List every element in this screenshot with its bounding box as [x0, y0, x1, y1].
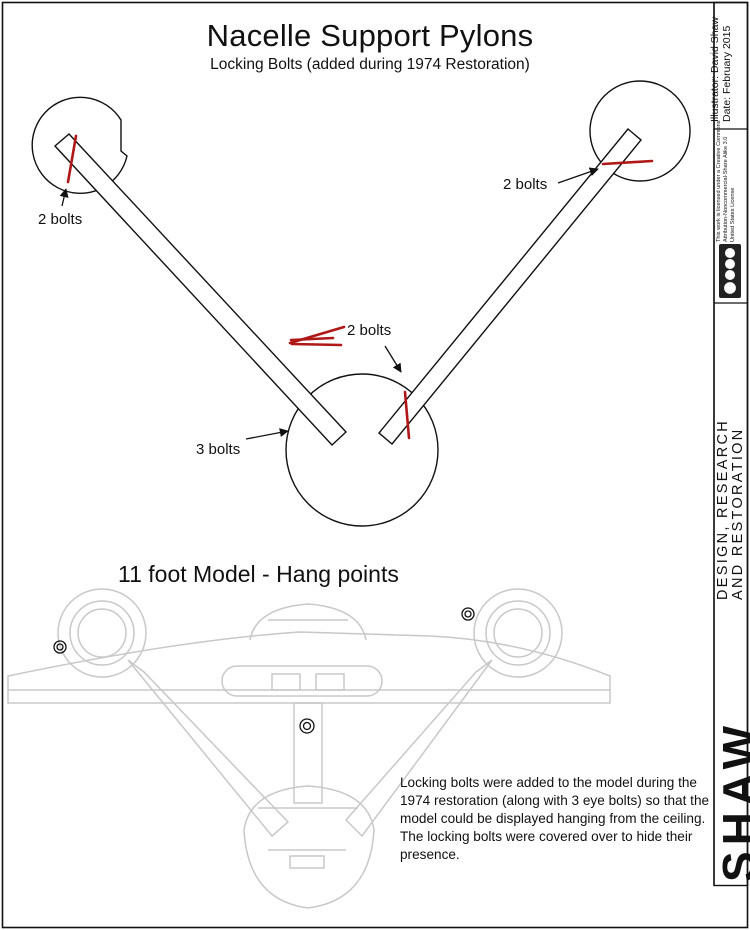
sidebar-box [713, 1, 749, 887]
creative-commons-icon [722, 280, 738, 296]
arrow-center-left [245, 428, 289, 440]
label-center-left: 3 bolts [196, 441, 241, 458]
noncommercial-icon [725, 259, 735, 269]
right-pylon [378, 128, 642, 445]
page-subtitle: Locking Bolts (added during 1974 Restora… [210, 56, 530, 73]
bolt-center-left-2 [290, 342, 343, 347]
secondary-hull-circle [285, 373, 439, 527]
locking-bolts [66, 134, 654, 440]
license-line-3: United States License [730, 187, 736, 242]
bolt-right-top [601, 159, 654, 166]
callout-arrows [59, 167, 599, 440]
illustrator-text: Illustrator: David Shaw [709, 16, 721, 122]
ship-outline [7, 588, 611, 909]
brand-line-2: AND RESTORATION [730, 427, 746, 600]
arrow-left-top [59, 188, 69, 207]
bolt-left-top [66, 134, 78, 184]
cc-badge [719, 244, 741, 298]
eye-bolt-icon [299, 718, 315, 734]
arrow-center-right [384, 345, 402, 373]
license-line-1: This work is licensed under a Creative C… [716, 120, 722, 242]
arrow-right-top [557, 167, 599, 184]
left-pylon [53, 133, 347, 446]
eye-bolt-icon [461, 607, 475, 621]
eye-bolts [53, 607, 475, 734]
label-left-top: 2 bolts [38, 211, 83, 228]
label-center-right: 2 bolts [347, 322, 392, 339]
right-nacelle-circle [589, 80, 691, 182]
note-text: Locking bolts were added to the model du… [400, 775, 710, 862]
bolt-center-left-3 [288, 325, 346, 345]
attribution-icon [725, 270, 735, 280]
illustrator-block: Illustrator: David Shaw Date: February 2… [704, 10, 734, 122]
page-title: Nacelle Support Pylons [206, 18, 534, 53]
date-text: Date: February 2015 [721, 25, 733, 122]
bolt-center-right [403, 390, 411, 440]
section-title: 11 foot Model - Hang points [118, 561, 399, 587]
brand-line-1: DESIGN, RESEARCH [715, 418, 731, 600]
share-alike-icon [725, 248, 735, 258]
license-line-2: Attribution-Noncommercial-Share Alike 3.… [723, 136, 729, 242]
label-right-top: 2 bolts [503, 176, 548, 193]
eye-bolt-icon [53, 640, 67, 654]
brand-logo: SHAW [713, 720, 750, 882]
